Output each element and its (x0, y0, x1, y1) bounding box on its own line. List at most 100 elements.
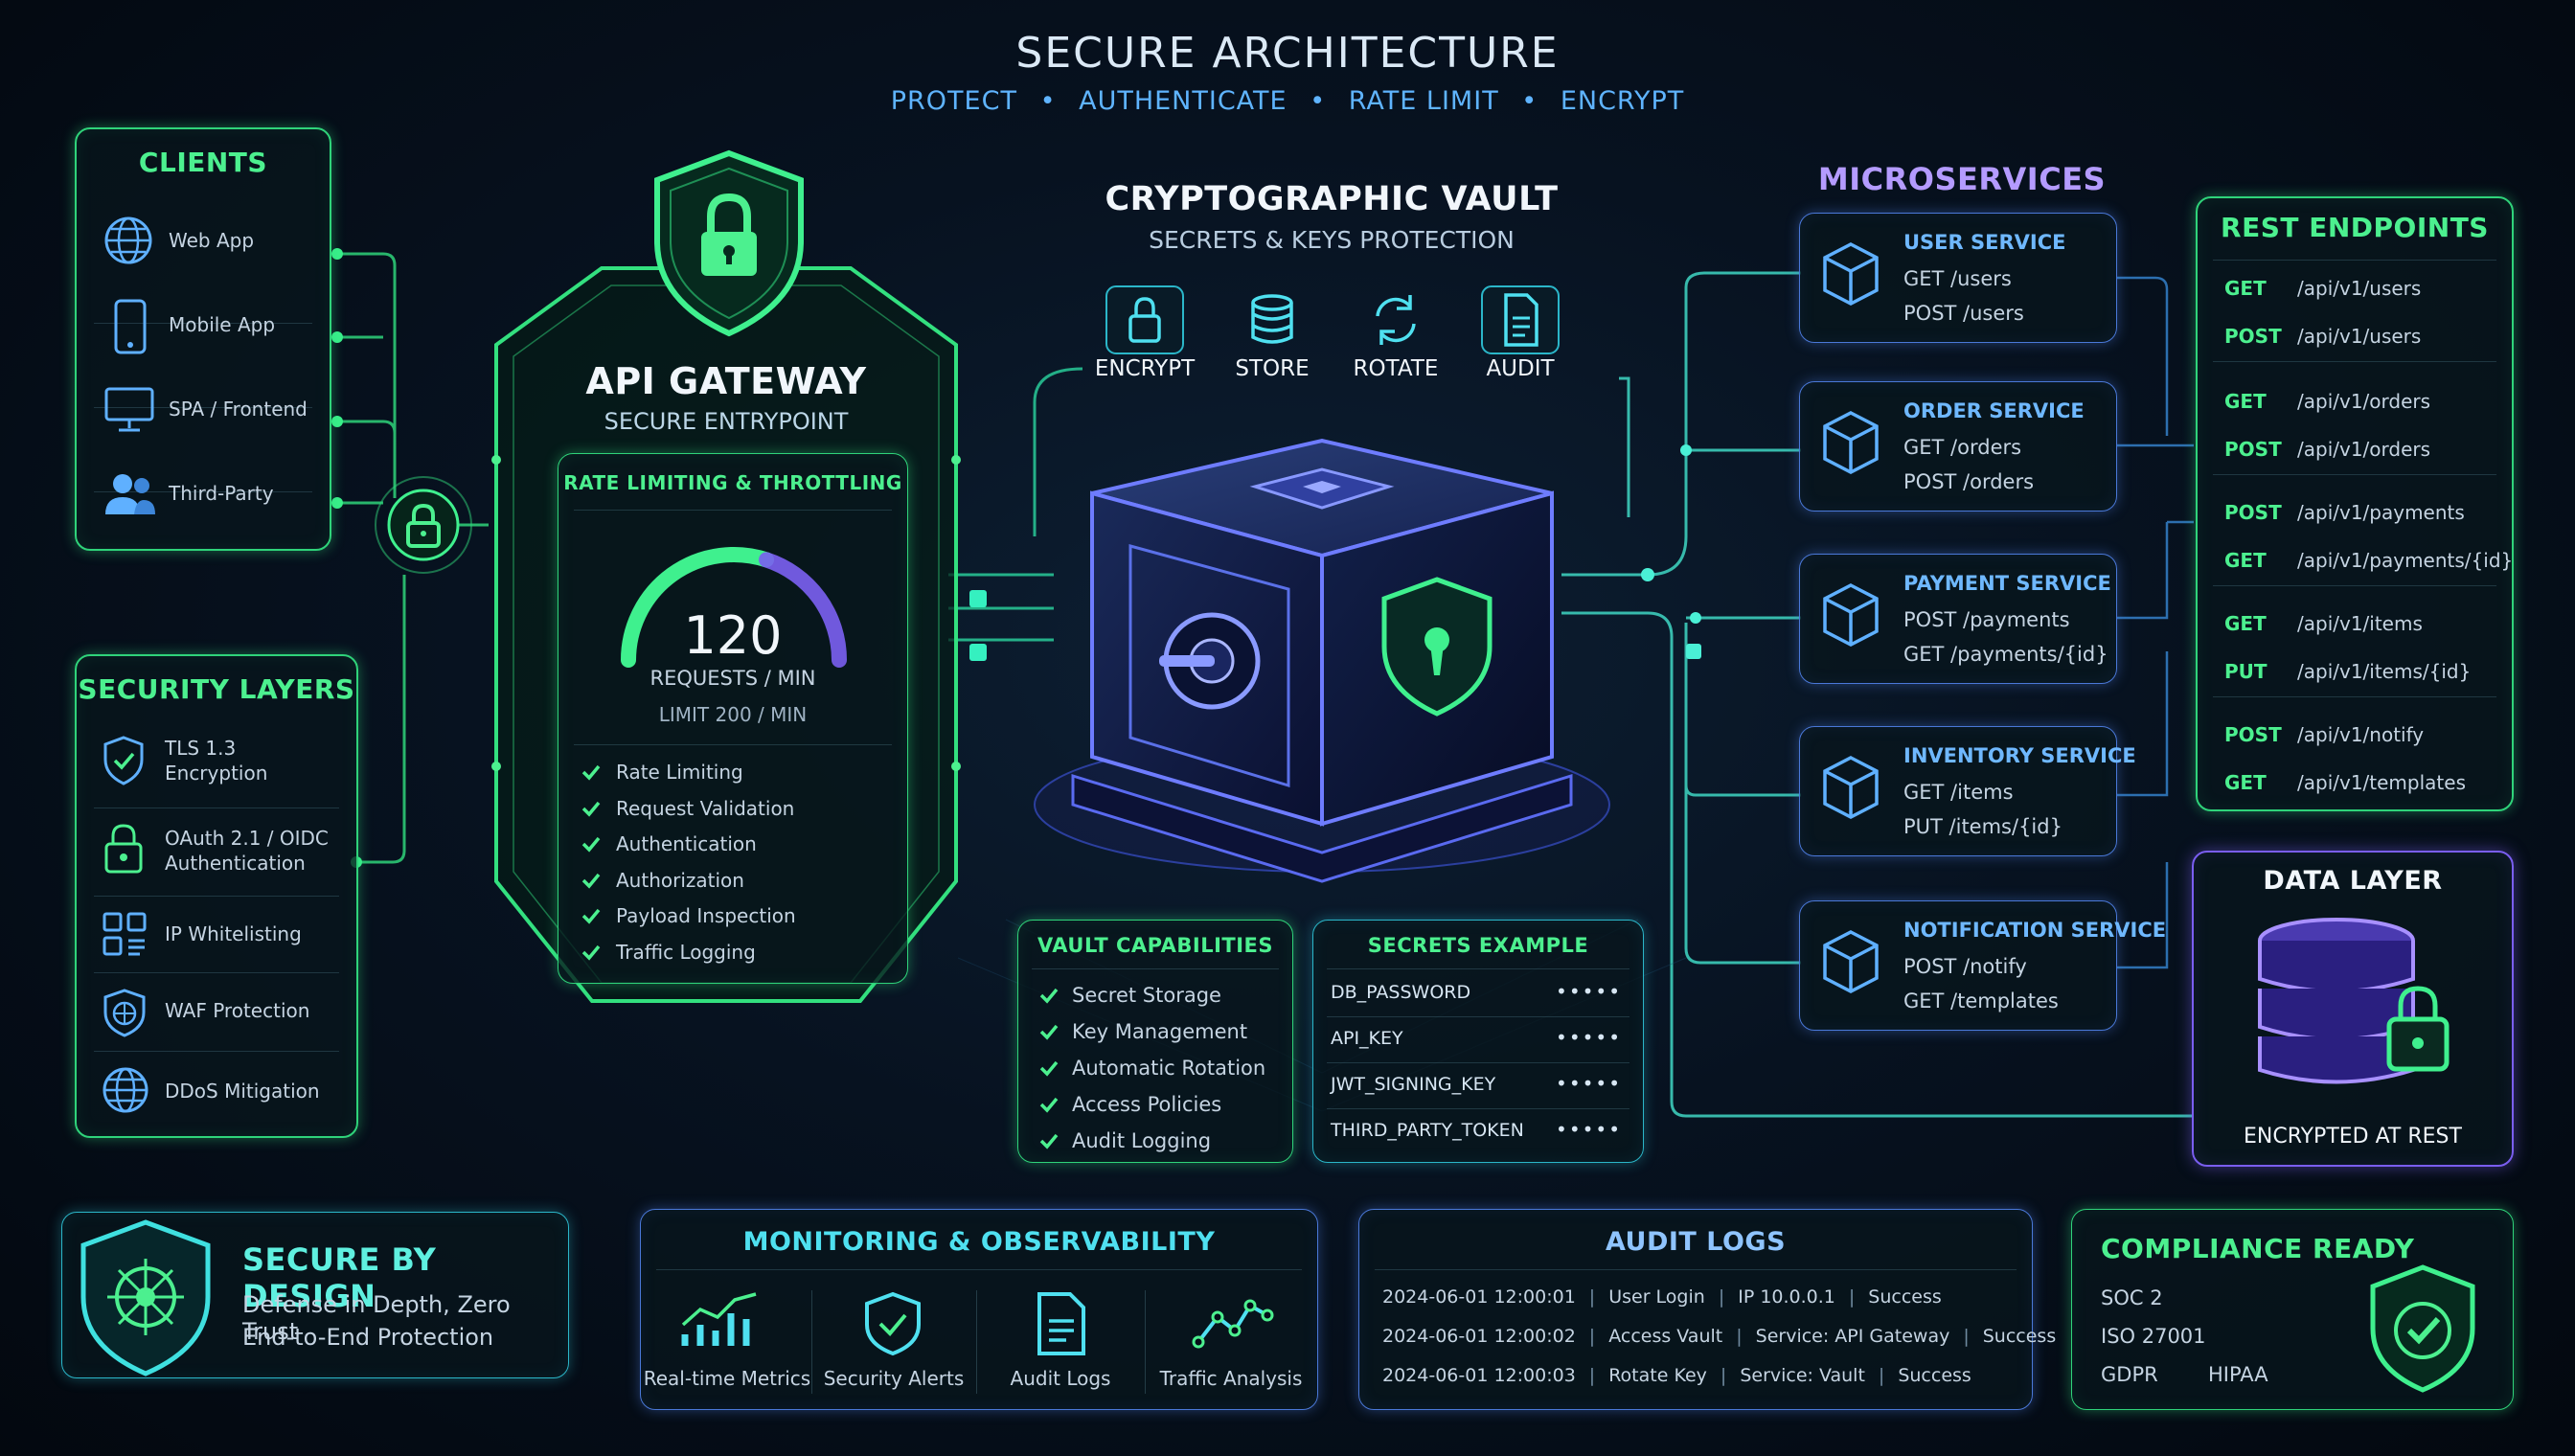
encrypted-database-icon (2258, 918, 2450, 1084)
layer-tls-line2: Encryption (165, 762, 268, 785)
service-cube-icon (1823, 242, 1879, 306)
checkmark-icon (1039, 988, 1059, 1004)
rest-path: /api/v1/payments/{id} (2297, 549, 2514, 572)
audit-log-detail: Service: Vault (1740, 1365, 1865, 1386)
client-third-party: Third-Party (169, 482, 274, 505)
audit-log-time: 2024-06-01 12:00:01 (1382, 1286, 1576, 1308)
page-subtitle: PROTECT • AUTHENTICATE • RATE LIMIT • EN… (0, 86, 2575, 116)
lock-node-icon (375, 476, 472, 574)
vault-action-audit: AUDIT (1486, 356, 1555, 381)
checkmark-icon (1039, 1133, 1059, 1149)
audit-log-row: 2024-06-01 12:00:03|Rotate Key|Service: … (1382, 1365, 2024, 1394)
rest-method: PUT (2224, 660, 2267, 683)
shield-check-icon (103, 736, 144, 785)
microservice-name: NOTIFICATION SERVICE (1903, 919, 2167, 942)
layer-oauth-line1: OAuth 2.1 / OIDC (165, 827, 329, 850)
audit-logs-panel: AUDIT LOGS 2024-06-01 12:00:01|User Logi… (1358, 1209, 2056, 1410)
audit-log-separator: | (1736, 1326, 1743, 1347)
monitoring-real-time-metrics: Real-time Metrics (643, 1367, 811, 1390)
secrets-example-title: SECRETS EXAMPLE (1367, 934, 1589, 957)
vault-capability-label: Secret Storage (1072, 984, 1221, 1007)
microservice-name: ORDER SERVICE (1903, 399, 2085, 422)
globe-icon (104, 216, 152, 264)
monitoring-traffic-analysis: Traffic Analysis (1159, 1367, 1303, 1390)
rest-method: POST (2224, 325, 2282, 348)
audit-log-detail: IP 10.0.0.1 (1738, 1286, 1835, 1308)
rotate-arrows-icon (1376, 295, 1416, 345)
data-layer-title: DATA LAYER (2263, 866, 2443, 896)
vault-title: CRYPTOGRAPHIC VAULT (1105, 180, 1559, 218)
subtitle-item: ENCRYPT (1560, 86, 1685, 116)
audit-log-status: Success (1868, 1286, 1942, 1308)
microservice-endpoint: POST /payments (1903, 608, 2070, 631)
checkmark-icon (1039, 1060, 1059, 1077)
gateway-subtitle: SECURE ENTRYPOINT (604, 408, 849, 435)
rest-path: /api/v1/orders (2297, 438, 2431, 461)
checkmark-icon (581, 908, 601, 924)
secret-masked-value: ••••• (1556, 980, 1622, 1003)
vault-safe-illustration (1034, 438, 1610, 883)
client-web-app: Web App (169, 229, 255, 252)
database-store-icon (1251, 294, 1293, 344)
vault-capability-item: Access Policies (1039, 1093, 1288, 1122)
audit-log-event: User Login (1608, 1286, 1705, 1308)
mobile-phone-icon (114, 299, 147, 354)
gateway-check-label: Authentication (616, 832, 757, 855)
secret-key-name: DB_PASSWORD (1331, 982, 1471, 1003)
checkmark-icon (581, 873, 601, 889)
audit-log-separator: | (1848, 1286, 1856, 1308)
ip-grid-icon (103, 912, 147, 956)
audit-log-event: Rotate Key (1608, 1365, 1707, 1386)
audit-log-row: 2024-06-01 12:00:02|Access Vault|Service… (1382, 1326, 2056, 1354)
rest-method: GET (2224, 612, 2267, 635)
audit-log-status: Success (1982, 1326, 2057, 1347)
microservice-name: PAYMENT SERVICE (1903, 572, 2111, 595)
rest-path: /api/v1/notify (2297, 723, 2425, 746)
layer-ip-whitelisting: IP Whitelisting (165, 922, 302, 945)
gateway-check-item: Authorization (581, 869, 888, 898)
checkmark-icon (1039, 1024, 1059, 1040)
secret-masked-value: ••••• (1556, 1072, 1622, 1095)
padlock-icon (104, 824, 143, 874)
rate-limiting-panel: RATE LIMITING & THROTTLING 120 REQUESTS … (558, 453, 908, 984)
secure-by-design-line1: Defense in Depth, Zero Trust (242, 1291, 511, 1345)
vault-capability-item: Secret Storage (1039, 984, 1288, 1012)
service-cube-icon (1823, 411, 1879, 474)
compliance-soc2: SOC 2 (2101, 1286, 2163, 1309)
gateway-title: API GATEWAY (585, 360, 867, 402)
requests-value: 120 (683, 605, 783, 666)
rate-gauge (621, 547, 847, 668)
checkmark-icon (581, 764, 601, 781)
secret-key-name: JWT_SIGNING_KEY (1331, 1074, 1496, 1095)
secure-by-design-title: SECURE BY DESIGN (242, 1241, 437, 1314)
audit-log-time: 2024-06-01 12:00:02 (1382, 1326, 1576, 1347)
rest-method: GET (2224, 549, 2267, 572)
compliance-hipaa: HIPAA (2208, 1363, 2268, 1386)
audit-log-separator: | (1720, 1365, 1727, 1386)
compliance-panel: COMPLIANCE READY SOC 2 ISO 27001 GDPR HI… (2071, 1209, 2514, 1410)
rest-path: /api/v1/items/{id} (2297, 660, 2472, 683)
gateway-shield-lock-icon (654, 149, 804, 337)
page-title: SECURE ARCHITECTURE (1015, 29, 1560, 78)
security-layers-title: SECURITY LAYERS (78, 673, 355, 705)
secret-key-name: THIRD_PARTY_TOKEN (1331, 1120, 1524, 1141)
firewall-globe-icon (103, 989, 146, 1037)
monitoring-audit-logs: Audit Logs (1010, 1367, 1111, 1390)
secret-key-name: API_KEY (1331, 1028, 1403, 1049)
microservice-endpoint: GET /templates (1903, 990, 2059, 1012)
audit-log-event: Access Vault (1608, 1326, 1723, 1347)
client-mobile-app: Mobile App (169, 313, 276, 336)
microservice-name: USER SERVICE (1903, 231, 2066, 254)
compliance-gdpr: GDPR (2101, 1363, 2158, 1386)
rate-limiting-title: RATE LIMITING & THROTTLING (563, 471, 902, 494)
subtitle-dot: • (1039, 86, 1057, 116)
vault-capability-item: Automatic Rotation (1039, 1057, 1288, 1085)
layer-ddos-mitigation: DDoS Mitigation (165, 1080, 320, 1103)
security-layers-panel: SECURITY LAYERS TLS 1.3 Encryption OAuth… (75, 654, 358, 1138)
rest-path: /api/v1/templates (2297, 771, 2466, 794)
rest-method: POST (2224, 723, 2282, 746)
rest-method: POST (2224, 438, 2282, 461)
